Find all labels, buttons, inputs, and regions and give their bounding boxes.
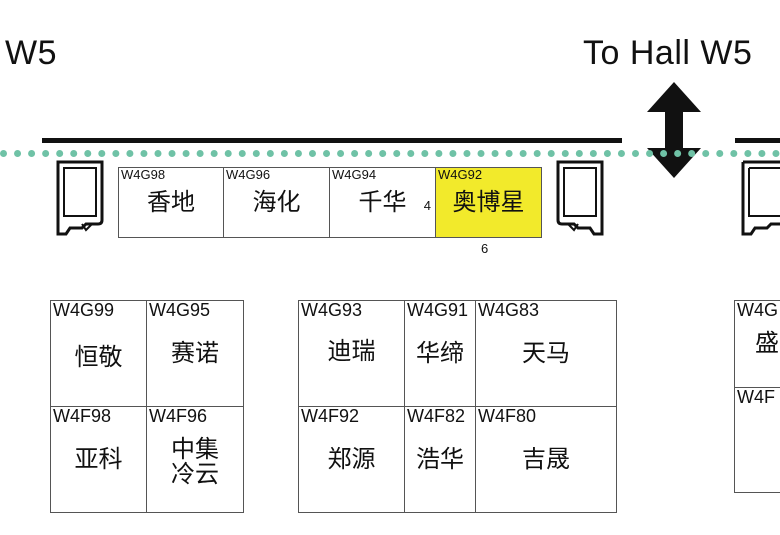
booth-code: W4G98 xyxy=(121,167,166,182)
hall-label-right: To Hall W5 xyxy=(583,34,753,72)
booth-code: W4G83 xyxy=(478,300,540,320)
hall-wall xyxy=(42,138,622,143)
booth-w4f-partial[interactable]: W4F xyxy=(734,387,780,493)
booth-name: 赛诺 xyxy=(171,340,219,367)
dimension-label: 6 xyxy=(481,241,489,256)
hall-label-left: W5 xyxy=(5,34,57,72)
booth-w4f98[interactable]: W4F98 亚科 xyxy=(50,406,147,513)
booth-w4g91[interactable]: W4G91 华缔 xyxy=(404,300,476,407)
booth-w4g92-highlighted[interactable]: W4G92 奥博星 xyxy=(435,167,542,238)
booth-code: W4G93 xyxy=(301,300,363,320)
booth-w4g94[interactable]: W4G94 千华 4 xyxy=(329,167,436,238)
booth-w4g98[interactable]: W4G98 香地 xyxy=(118,167,224,238)
dimension-label: 4 xyxy=(423,198,431,213)
booth-name: 奥博星 xyxy=(452,189,525,216)
booth-w4g95[interactable]: W4G95 赛诺 xyxy=(146,300,244,407)
door-icon xyxy=(741,160,780,236)
booth-code: W4F82 xyxy=(407,406,466,426)
booth-code: W4G99 xyxy=(53,300,115,320)
booth-code: W4G91 xyxy=(407,300,469,320)
booth-w4g-partial[interactable]: W4G 盛 xyxy=(734,300,780,388)
booth-name: 吉晟 xyxy=(522,446,570,473)
booth-code: W4G94 xyxy=(332,167,377,182)
booth-w4g96[interactable]: W4G96 海化 xyxy=(223,167,330,238)
booth-w4f82[interactable]: W4F82 浩华 xyxy=(404,406,476,513)
booth-name: 恒敬 xyxy=(74,344,123,371)
booth-code: W4F92 xyxy=(301,406,360,426)
booth-name: 盛 xyxy=(755,330,779,357)
booth-code: W4G96 xyxy=(226,167,271,182)
booth-code: W4G xyxy=(737,300,779,320)
hall-wall-right xyxy=(735,138,780,143)
door-icon xyxy=(556,160,604,236)
booth-name: 天马 xyxy=(522,340,570,367)
walkway-path xyxy=(0,150,780,157)
booth-name: 海化 xyxy=(252,189,301,216)
booth-w4g99[interactable]: W4G99 恒敬 xyxy=(50,300,147,407)
door-icon xyxy=(56,160,104,236)
booth-code: W4F98 xyxy=(53,406,112,426)
booth-name: 香地 xyxy=(147,189,195,216)
booth-w4g93[interactable]: W4G93 迪瑞 xyxy=(298,300,405,407)
booth-name: 千华 xyxy=(358,189,407,216)
booth-code: W4G95 xyxy=(149,300,211,320)
booth-code: W4F80 xyxy=(478,406,537,426)
booth-code: W4G92 xyxy=(438,167,483,182)
booth-name: 浩华 xyxy=(416,446,464,473)
booth-name: 迪瑞 xyxy=(327,338,376,365)
booth-w4g83[interactable]: W4G83 天马 xyxy=(475,300,617,407)
booth-code: W4F xyxy=(737,387,775,407)
booth-w4f92[interactable]: W4F92 郑源 xyxy=(298,406,405,513)
up-down-arrow-icon xyxy=(647,82,701,178)
booth-name: 亚科 xyxy=(74,446,123,473)
booth-name: 郑源 xyxy=(327,446,376,473)
booth-w4f80[interactable]: W4F80 吉晟 xyxy=(475,406,617,513)
booth-name: 中集 冷云 xyxy=(171,436,219,489)
booth-name: 华缔 xyxy=(416,340,464,367)
booth-w4f96[interactable]: W4F96 中集 冷云 xyxy=(146,406,244,513)
booth-code: W4F96 xyxy=(149,406,208,426)
